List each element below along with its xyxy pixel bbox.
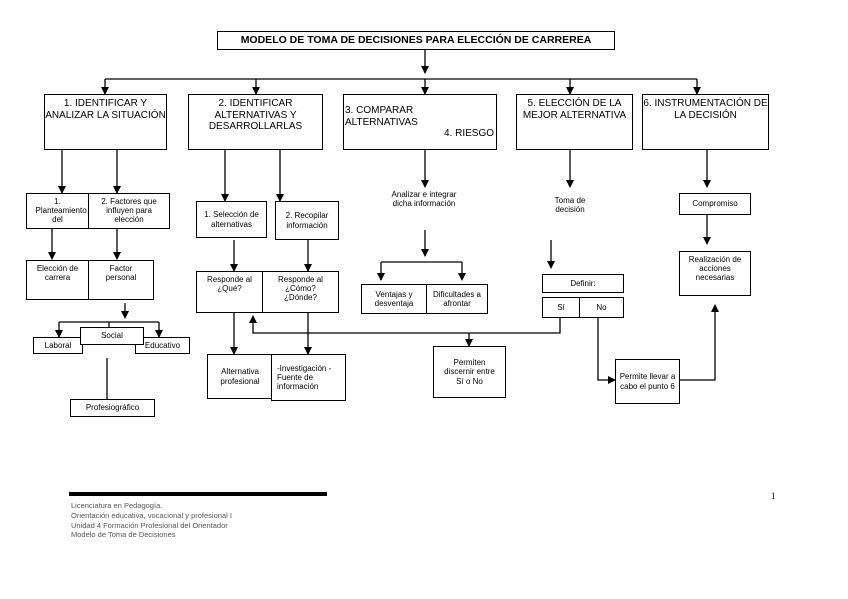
realizacion-label: Realización de acciones necesarias [688,255,742,283]
factores-label: 2. Factores que influyen para elección [101,197,157,225]
no-label: No [596,302,607,312]
permite-label: Permite llevar a cabo el punto 6 [619,372,676,391]
step-5-box: 5. ELECCIÓN DE LA MEJOR ALTERNATIVA [516,94,633,150]
realizacion-box: Realización de acciones necesarias [679,251,751,296]
planteamiento-label: 1. Planteamiento del [35,197,87,225]
step-3-4-box: 3. COMPARAR ALTERNATIVAS 4. RIESGO [343,94,497,150]
si-box: Sí [542,297,580,318]
footer-line-4: Modelo de Toma de Decisiones [71,530,176,540]
permiten-label: Permiten discernir entre Sí o No [444,358,495,386]
footer-text: Licenciatura en Pedagogía. Orientación e… [71,501,232,540]
eleccion-carrera-label: Elección de carrera [36,264,79,283]
permite-box: Permite llevar a cabo el punto 6 [615,359,680,404]
laboral-label: Laboral [44,340,72,350]
dificultades-label: Dificultades a afrontar [432,289,482,308]
analizar-box: Analizar e integrar dicha información [380,187,468,230]
si-label: Sí [557,302,565,312]
definir-box: Definir: [542,274,624,293]
footer-line-3: Unidad 4 Formación Profesional del Orien… [71,520,228,530]
step-6-label: 6. INSTRUMENTACIÓN DE LA DECISIÓN [643,98,768,121]
diagram-title: MODELO DE TOMA DE DECISIONES PARA ELECCI… [217,31,615,50]
step-4-label: 4. RIESGO [444,128,495,139]
social-label: Social [101,331,123,341]
page-number: 1 [771,491,776,501]
educativo-box: Educativo [135,337,190,354]
step-3-label: 3. COMPARAR ALTERNATIVAS [345,105,418,128]
factores-box: 2. Factores que influyen para elección [88,193,170,229]
responde-como-label: Responde al ¿Cómo? ¿Dónde? [278,275,323,303]
responde-que-box: Responde al ¿Qué? [196,271,263,313]
toma-decision-box: Toma de decisión [537,193,603,229]
dificultades-box: Dificultades a afrontar [426,284,488,314]
compromiso-label: Compromiso [692,199,738,209]
footer-line-2: Orientación educativa, vocacional y prof… [71,510,232,520]
eleccion-carrera-box: Elección de carrera [26,260,89,300]
profesiografico-label: Profesiográfico [85,403,140,413]
investigacion-label: -Investigación -Fuente de información [277,363,332,392]
social-box: Social [80,327,144,345]
toma-decision-label: Toma de decisión [554,196,586,215]
step-2-label: 2. IDENTIFICAR ALTERNATIVAS Y DESARROLLA… [208,98,303,132]
footer-line-1: Licenciatura en Pedagogía. [71,501,163,510]
factor-personal-label: Factor personal [105,264,137,283]
definir-label: Definir: [570,278,596,288]
step-1-label: 1. IDENTIFICAR Y ANALIZAR LA SITUACIÓN [45,98,166,121]
recopilar-box: 2. Recopilar información [275,201,339,240]
planteamiento-box: 1. Planteamiento del [26,193,89,229]
diagram-title-text: MODELO DE TOMA DE DECISIONES PARA ELECCI… [240,34,592,47]
alternativa-profesional-box: Alternativa profesional [207,354,273,399]
factor-personal-box: Factor personal [88,260,154,300]
laboral-box: Laboral [33,337,83,354]
investigacion-box: -Investigación -Fuente de información [271,354,346,401]
permiten-box: Permiten discernir entre Sí o No [433,346,506,398]
seleccion-box: 1. Selección de alternativas [196,201,267,238]
profesiografico-box: Profesiográfico [70,399,155,417]
step-6-box: 6. INSTRUMENTACIÓN DE LA DECISIÓN [642,94,769,150]
responde-que-label: Responde al ¿Qué? [207,275,252,294]
recopilar-label: 2. Recopilar información [285,211,329,230]
analizar-label: Analizar e integrar dicha información [391,190,457,209]
educativo-label: Educativo [144,340,181,350]
ventajas-box: Ventajas y desventaja [361,284,427,314]
seleccion-label: 1. Selección de alternativas [204,210,259,229]
step-5-label: 5. ELECCIÓN DE LA MEJOR ALTERNATIVA [522,98,627,121]
footer-rule [69,492,327,496]
no-box: No [579,297,624,318]
step-1-box: 1. IDENTIFICAR Y ANALIZAR LA SITUACIÓN [44,94,167,150]
responde-como-box: Responde al ¿Cómo? ¿Dónde? [262,271,339,313]
step-2-box: 2. IDENTIFICAR ALTERNATIVAS Y DESARROLLA… [188,94,323,150]
alternativa-profesional-label: Alternativa profesional [220,367,260,386]
ventajas-label: Ventajas y desventaja [374,289,414,308]
compromiso-box: Compromiso [679,193,751,215]
